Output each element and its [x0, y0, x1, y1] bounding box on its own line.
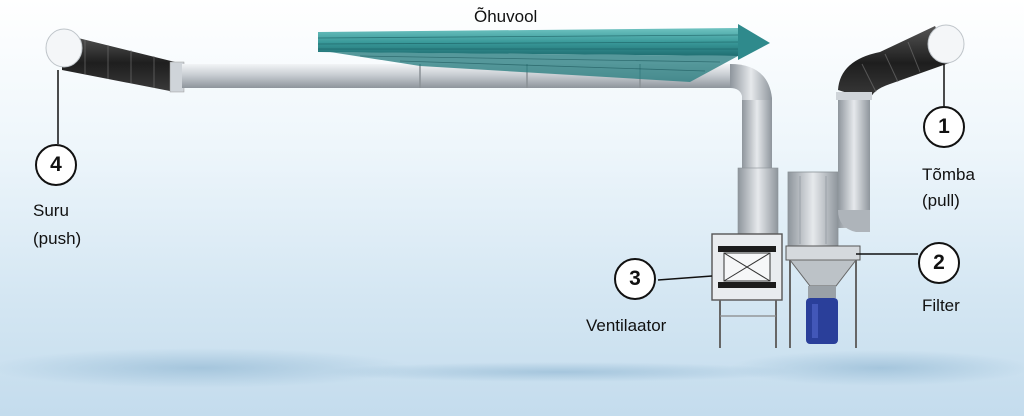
- pull-label-line2: (pull): [922, 191, 960, 210]
- marker-3: 3: [614, 258, 656, 300]
- fan-duct: [730, 64, 779, 235]
- marker-1: 1: [923, 106, 965, 148]
- push-label-line1: Suru: [33, 201, 69, 220]
- marker-2: 2: [918, 242, 960, 284]
- leader-lines: [57, 64, 945, 281]
- pull-hose: [836, 24, 965, 232]
- push-hose: [45, 28, 185, 93]
- airflow-arrow: [317, 24, 770, 82]
- fan-unit: [711, 233, 783, 348]
- filter-unit: [785, 171, 861, 348]
- fan-label: Ventilaator: [586, 316, 667, 335]
- marker-4: 4: [35, 144, 77, 186]
- push-label-line2: (push): [33, 229, 82, 248]
- filter-label: Filter: [922, 296, 960, 315]
- airflow-label: Õhuvool: [474, 7, 538, 26]
- pull-label-line1: Tõmba: [922, 165, 975, 184]
